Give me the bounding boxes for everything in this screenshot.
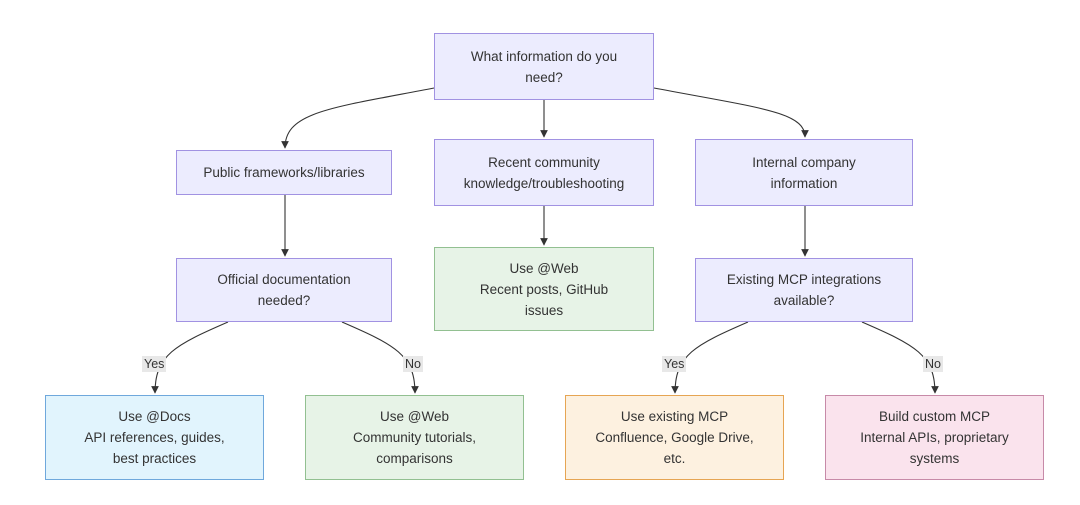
node-text: Recent posts, GitHub: [479, 281, 609, 297]
node-build-custom-mcp: Build custom MCP Internal APIs, propriet…: [825, 395, 1044, 480]
edge-mcp-to-existing: [671, 321, 749, 394]
node-use-docs: Use @Docs API references, guides, best p…: [45, 395, 264, 480]
node-recent-community: Recent community knowledge/troubleshooti…: [434, 139, 654, 206]
node-text: Use existing MCP: [620, 409, 729, 424]
node-text: What information do you: [470, 48, 618, 64]
node-text: needed?: [257, 293, 311, 308]
node-official-documentation: Official documentation needed?: [176, 258, 392, 322]
node-existing-mcp-integrations: Existing MCP integrations available?: [695, 258, 913, 322]
node-text: best practices: [112, 451, 197, 466]
edge-root-to-public: [281, 87, 435, 149]
node-text: comparisons: [376, 451, 453, 466]
node-text: Existing MCP integrations: [726, 272, 882, 287]
edge-official-to-web-tut: [341, 321, 419, 394]
node-text: information: [770, 175, 838, 191]
edge-mcp-to-custom: [861, 321, 939, 394]
edge-label-mcp-yes: Yes: [662, 356, 687, 372]
edge-label-official-yes: Yes: [142, 356, 167, 372]
edge-label-mcp-no: No: [923, 356, 943, 372]
node-text: available?: [773, 293, 835, 308]
edge-label-official-no: No: [403, 356, 423, 372]
node-text: Use @Web: [509, 260, 579, 276]
node-text: Use @Web: [380, 409, 449, 424]
node-text: Internal APIs, proprietary: [860, 430, 1009, 445]
node-text: systems: [909, 451, 960, 466]
edge-official-to-docs: [151, 321, 229, 394]
node-use-existing-mcp: Use existing MCP Confluence, Google Driv…: [565, 395, 784, 480]
node-text: Confluence, Google Drive,: [595, 430, 754, 445]
node-text: knowledge/troubleshooting: [463, 175, 625, 191]
node-text: API references, guides,: [84, 430, 225, 445]
node-use-web-recent: Use @Web Recent posts, GitHub issues: [434, 247, 654, 331]
node-text: Community tutorials,: [352, 430, 477, 445]
node-internal-company: Internal company information: [695, 139, 913, 206]
node-use-web-tutorials: Use @Web Community tutorials, comparison…: [305, 395, 524, 480]
node-text: Recent community: [488, 154, 600, 170]
node-text: Official documentation: [217, 272, 351, 287]
node-what-information: What information do you need?: [434, 33, 654, 100]
node-text: need?: [525, 69, 563, 85]
node-text: Internal company: [752, 154, 856, 170]
node-text: Use @Docs: [118, 409, 191, 424]
edge-root-to-internal: [653, 87, 809, 138]
node-text: issues: [524, 302, 564, 318]
node-text: Build custom MCP: [878, 409, 991, 424]
node-text: etc.: [663, 451, 686, 466]
node-public-frameworks: Public frameworks/libraries: [176, 150, 392, 195]
node-text: Public frameworks/libraries: [203, 165, 365, 180]
